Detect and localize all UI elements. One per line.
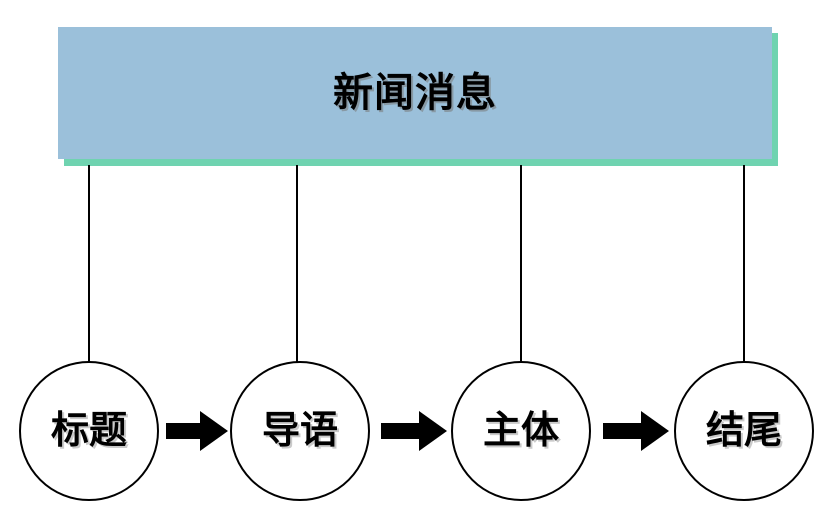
- connector-line-1: [88, 165, 90, 364]
- node-label: 导语: [261, 410, 338, 452]
- connector-line-3: [520, 165, 522, 364]
- banner-box: 新闻消息: [58, 27, 772, 159]
- node-label: 标题: [50, 410, 127, 452]
- connector-line-4: [743, 165, 745, 364]
- node-circle-body[interactable]: 主体: [451, 361, 591, 501]
- right-arrow-icon-3: [603, 411, 669, 451]
- node-circle-lead[interactable]: 导语: [230, 361, 370, 501]
- page-title: 新闻消息: [333, 71, 497, 115]
- node-label: 结尾: [705, 410, 782, 452]
- node-circle-ending[interactable]: 结尾: [674, 361, 814, 501]
- right-arrow-icon-1: [166, 411, 228, 451]
- right-arrow-icon-2: [381, 411, 447, 451]
- connector-line-2: [296, 165, 298, 364]
- node-circle-title[interactable]: 标题: [19, 361, 159, 501]
- node-label: 主体: [482, 410, 559, 452]
